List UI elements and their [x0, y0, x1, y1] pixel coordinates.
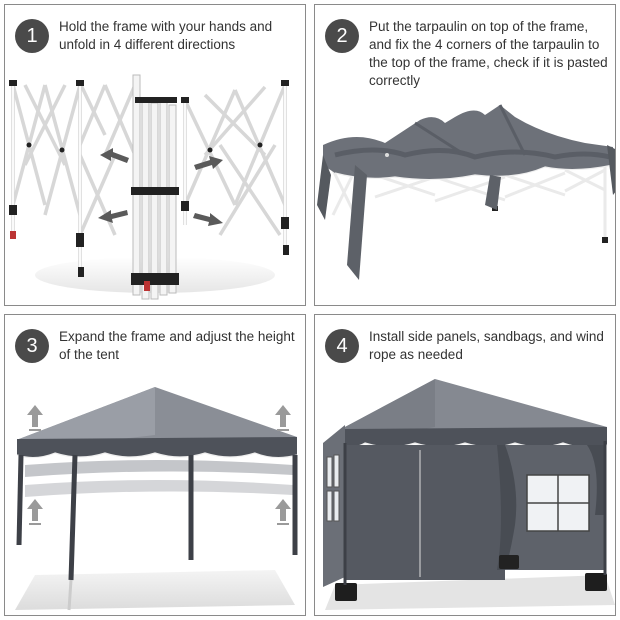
step-number-badge: 4 [325, 329, 359, 363]
step-instruction: Put the tarpaulin on top of the frame, a… [369, 19, 608, 88]
tent-with-side-panels-illustration [323, 379, 615, 610]
step-number-badge: 3 [15, 329, 49, 363]
step-instruction: Expand the frame and adjust the height o… [59, 329, 295, 362]
step-1-panel: 1 Hold the frame with your hands and unf… [4, 4, 306, 306]
step-3-panel: 3 Expand the frame and adjust the height… [4, 314, 306, 616]
tarpaulin-on-frame-illustration [317, 104, 615, 280]
step-instruction: Install side panels, sandbags, and wind … [369, 329, 604, 362]
step-number-badge: 2 [325, 19, 359, 53]
expanded-tent-illustration [15, 387, 298, 611]
step-2-panel: 2 Put the tarpaulin on top of the frame,… [314, 4, 616, 306]
unfolding-frame-illustration [9, 74, 289, 300]
step-instruction: Hold the frame with your hands and unfol… [59, 19, 273, 52]
step-number-badge: 1 [15, 19, 49, 53]
step-4-panel: 4 Install side panels, sandbags, and win… [314, 314, 616, 616]
